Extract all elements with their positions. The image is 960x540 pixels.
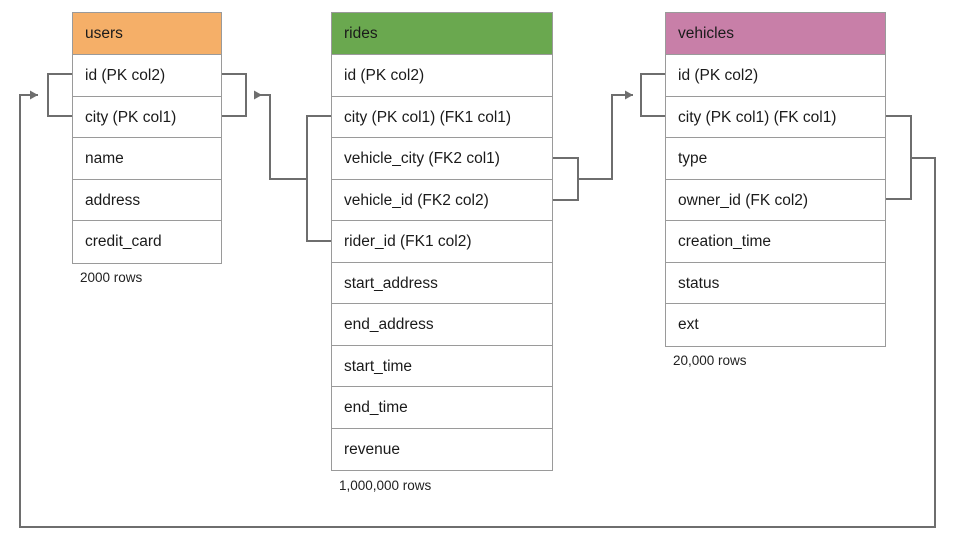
field-vehicles-id[interactable]: id (PK col2) — [666, 55, 885, 97]
edge-bracket-users-right — [222, 73, 247, 117]
entity-vehicles-header: vehicles — [666, 13, 885, 55]
field-vehicles-city[interactable]: city (PK col1) (FK col1) — [666, 96, 885, 138]
field-vehicles-type[interactable]: type — [666, 138, 885, 180]
entity-users-header: users — [73, 13, 221, 55]
field-users-address[interactable]: address — [73, 179, 221, 221]
rowcount-users: 2000 rows — [80, 270, 143, 285]
entity-rides-header: rides — [332, 13, 552, 55]
field-vehicles-status[interactable]: status — [666, 262, 885, 304]
field-users-id[interactable]: id (PK col2) — [73, 55, 221, 97]
entity-users[interactable]: users id (PK col2) city (PK col1) name a… — [72, 12, 222, 264]
field-rides-start-address[interactable]: start_address — [332, 262, 552, 304]
edge-bracket-users-left — [47, 73, 73, 117]
field-users-credit-card[interactable]: credit_card — [73, 221, 221, 263]
edge-bracket-vehicles-right — [886, 115, 912, 200]
edge-rides-fk2-to-vehicles — [578, 90, 633, 180]
edge-bracket-rides-left — [306, 115, 331, 242]
field-rides-id[interactable]: id (PK col2) — [332, 55, 552, 97]
edge-bracket-rides-right — [553, 157, 579, 201]
field-vehicles-ext[interactable]: ext — [666, 304, 885, 346]
entity-vehicles[interactable]: vehicles id (PK col2) city (PK col1) (FK… — [665, 12, 886, 347]
edge-rides-fk1-to-users — [254, 90, 307, 180]
rowcount-rides: 1,000,000 rows — [339, 478, 432, 493]
field-rides-vehicle-id[interactable]: vehicle_id (FK2 col2) — [332, 179, 552, 221]
edge-bracket-vehicles-left — [640, 73, 665, 117]
field-users-name[interactable]: name — [73, 138, 221, 180]
field-rides-start-time[interactable]: start_time — [332, 345, 552, 387]
entity-rides[interactable]: rides id (PK col2) city (PK col1) (FK1 c… — [331, 12, 553, 471]
field-vehicles-owner-id[interactable]: owner_id (FK col2) — [666, 179, 885, 221]
field-rides-city[interactable]: city (PK col1) (FK1 col1) — [332, 96, 552, 138]
field-rides-end-address[interactable]: end_address — [332, 304, 552, 346]
field-users-city[interactable]: city (PK col1) — [73, 96, 221, 138]
field-rides-vehicle-city[interactable]: vehicle_city (FK2 col1) — [332, 138, 552, 180]
rowcount-vehicles: 20,000 rows — [673, 353, 747, 368]
field-rides-revenue[interactable]: revenue — [332, 428, 552, 470]
field-rides-rider-id[interactable]: rider_id (FK1 col2) — [332, 221, 552, 263]
field-rides-end-time[interactable]: end_time — [332, 387, 552, 429]
field-vehicles-creation-time[interactable]: creation_time — [666, 221, 885, 263]
